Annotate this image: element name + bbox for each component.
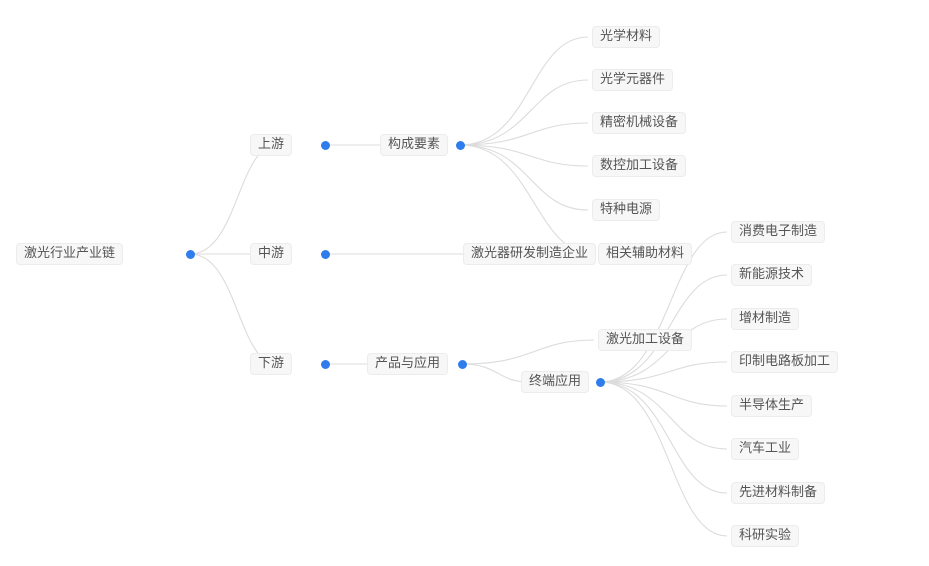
node-dot-downstream[interactable] xyxy=(320,359,330,369)
node-products-apps[interactable]: 产品与应用 xyxy=(366,353,448,375)
link-path xyxy=(459,36,589,146)
node-laser-makers[interactable]: 激光器研发制造企业 xyxy=(463,243,597,265)
link-path xyxy=(459,79,589,146)
node-upstream[interactable]: 上游 xyxy=(249,134,292,156)
leaf-node[interactable]: 消费电子制造 xyxy=(731,221,826,243)
node-components[interactable]: 构成要素 xyxy=(379,134,448,156)
leaf-node[interactable]: 汽车工业 xyxy=(731,438,800,460)
leaf-node[interactable]: 增材制造 xyxy=(731,308,800,330)
leaf-node[interactable]: 印制电路板加工 xyxy=(731,351,839,373)
node-dot-products-apps[interactable] xyxy=(457,359,467,369)
leaf-node[interactable]: 半导体生产 xyxy=(731,395,813,417)
link-path xyxy=(599,381,728,494)
leaf-node[interactable]: 科研实验 xyxy=(731,525,800,547)
node-aux-materials[interactable]: 相关辅助材料 xyxy=(598,243,693,265)
leaf-node[interactable]: 光学材料 xyxy=(592,26,661,48)
link-path xyxy=(189,253,278,365)
link-path xyxy=(599,361,728,383)
link-path xyxy=(459,122,589,146)
leaf-node[interactable]: 新能源技术 xyxy=(731,264,813,286)
leaf-node[interactable]: 光学元器件 xyxy=(592,69,674,91)
link-path xyxy=(599,381,728,450)
leaf-node[interactable]: 先进材料制备 xyxy=(731,482,826,504)
node-dot-midstream[interactable] xyxy=(320,249,330,259)
node-downstream[interactable]: 下游 xyxy=(249,353,292,375)
node-root[interactable]: 激光行业产业链 xyxy=(15,243,123,265)
node-dot-end-apps[interactable] xyxy=(595,377,605,387)
link-path xyxy=(599,381,728,407)
node-end-apps[interactable]: 终端应用 xyxy=(520,371,589,393)
link-path xyxy=(459,144,589,167)
link-path xyxy=(459,144,595,255)
link-path xyxy=(461,363,529,383)
node-dot-root[interactable] xyxy=(185,249,195,259)
node-dot-components[interactable] xyxy=(455,140,465,150)
link-path xyxy=(599,381,728,537)
node-midstream[interactable]: 中游 xyxy=(249,243,292,265)
leaf-node[interactable]: 精密机械设备 xyxy=(592,112,687,134)
node-dot-upstream[interactable] xyxy=(320,140,330,150)
link-path xyxy=(459,144,589,211)
link-path xyxy=(461,339,595,365)
link-path xyxy=(189,144,278,255)
node-laser-equipment[interactable]: 激光加工设备 xyxy=(598,329,693,351)
leaf-node[interactable]: 数控加工设备 xyxy=(592,155,687,177)
leaf-node[interactable]: 特种电源 xyxy=(592,199,661,221)
